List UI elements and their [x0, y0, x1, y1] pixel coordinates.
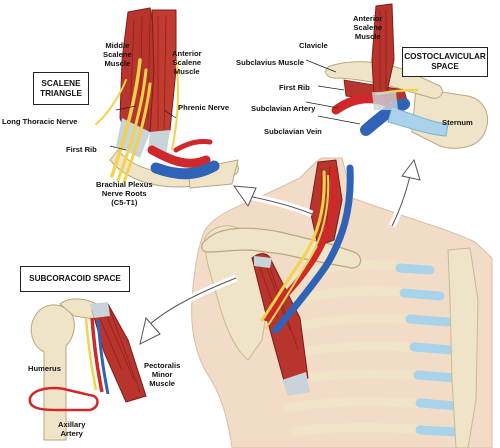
ribs — [278, 260, 463, 437]
label-first-rib-scalene: First Rib — [66, 145, 97, 154]
subcoracoid-illustration — [28, 298, 147, 441]
label-anterior-scalene-cc-line3: Muscle — [354, 32, 381, 41]
label-anterior-scalene-line2: Scalene — [172, 58, 202, 67]
clavicle — [201, 227, 362, 269]
label-anterior-scalene: Anterior Scalene Muscle — [172, 49, 202, 76]
subcoracoid-title-text: SUBCORACOID SPACE — [29, 274, 121, 283]
nerves-main — [260, 170, 326, 322]
label-phrenic-nerve: Phrenic Nerve — [178, 103, 230, 112]
costoclavicular-illustration — [325, 3, 488, 149]
artery-main — [263, 167, 338, 321]
label-pectoralis-minor-line2: Minor — [151, 370, 173, 379]
label-middle-scalene-line1: Middle — [105, 41, 130, 50]
label-brachial-plexus: Brachial Plexus Nerve Roots (C5-T1) — [96, 180, 153, 207]
leader-lines — [109, 59, 361, 151]
label-brachial-plexus-line1: Brachial Plexus — [96, 180, 153, 189]
costoclavicular-title: COSTOCLAVICULAR SPACE — [402, 47, 488, 77]
label-clavicle: Clavicle — [299, 41, 328, 50]
sternum — [447, 247, 479, 448]
label-first-rib-cc: First Rib — [279, 83, 310, 92]
label-anterior-scalene-cc: Anterior Scalene Muscle — [353, 14, 383, 41]
label-brachial-plexus-line3: (C5-T1) — [111, 198, 138, 207]
label-subclavian-vein: Subclavian Vein — [264, 127, 322, 136]
label-middle-scalene: Middle Scalene Muscle — [103, 41, 132, 68]
label-anterior-scalene-line3: Muscle — [173, 67, 200, 76]
label-humerus: Humerus — [28, 364, 61, 373]
label-pectoralis-minor-line1: Pectoralis — [144, 361, 181, 370]
label-axillary-artery-line1: Axillary — [58, 420, 86, 429]
label-pectoralis-minor: Pectoralis Minor Muscle — [144, 361, 180, 388]
costoclavicular-title-line2: SPACE — [431, 62, 459, 71]
scalene-triangle-title: SCALENE TRIANGLE — [33, 72, 89, 105]
arrows — [139, 158, 421, 345]
label-anterior-scalene-line1: Anterior — [172, 49, 202, 58]
scalene-triangle-title-line2: TRIANGLE — [40, 88, 82, 98]
costoclavicular-title-line1: COSTOCLAVICULAR — [404, 52, 486, 61]
scalene-triangle-title-line1: SCALENE — [41, 78, 81, 88]
label-middle-scalene-line3: Muscle — [104, 59, 131, 68]
label-sternum: Sternum — [442, 118, 473, 127]
label-anterior-scalene-cc-line2: Scalene — [353, 23, 383, 32]
subcoracoid-title: SUBCORACOID SPACE — [20, 266, 130, 292]
label-anterior-scalene-cc-line1: Anterior — [353, 14, 383, 23]
label-middle-scalene-line2: Scalene — [103, 50, 132, 59]
label-brachial-plexus-line2: Nerve Roots — [101, 189, 147, 198]
label-subclavian-artery: Subclavian Artery — [251, 104, 316, 113]
label-long-thoracic-nerve: Long Thoracic Nerve — [2, 117, 78, 126]
label-pectoralis-minor-line3: Muscle — [149, 379, 176, 388]
scalene-triangle-illustration — [95, 7, 239, 189]
label-axillary-artery-line2: Artery — [60, 429, 83, 438]
label-axillary-artery: Axillary Artery — [58, 420, 85, 438]
vein-main — [272, 164, 354, 334]
label-subclavius-muscle: Subclavius Muscle — [236, 58, 304, 67]
